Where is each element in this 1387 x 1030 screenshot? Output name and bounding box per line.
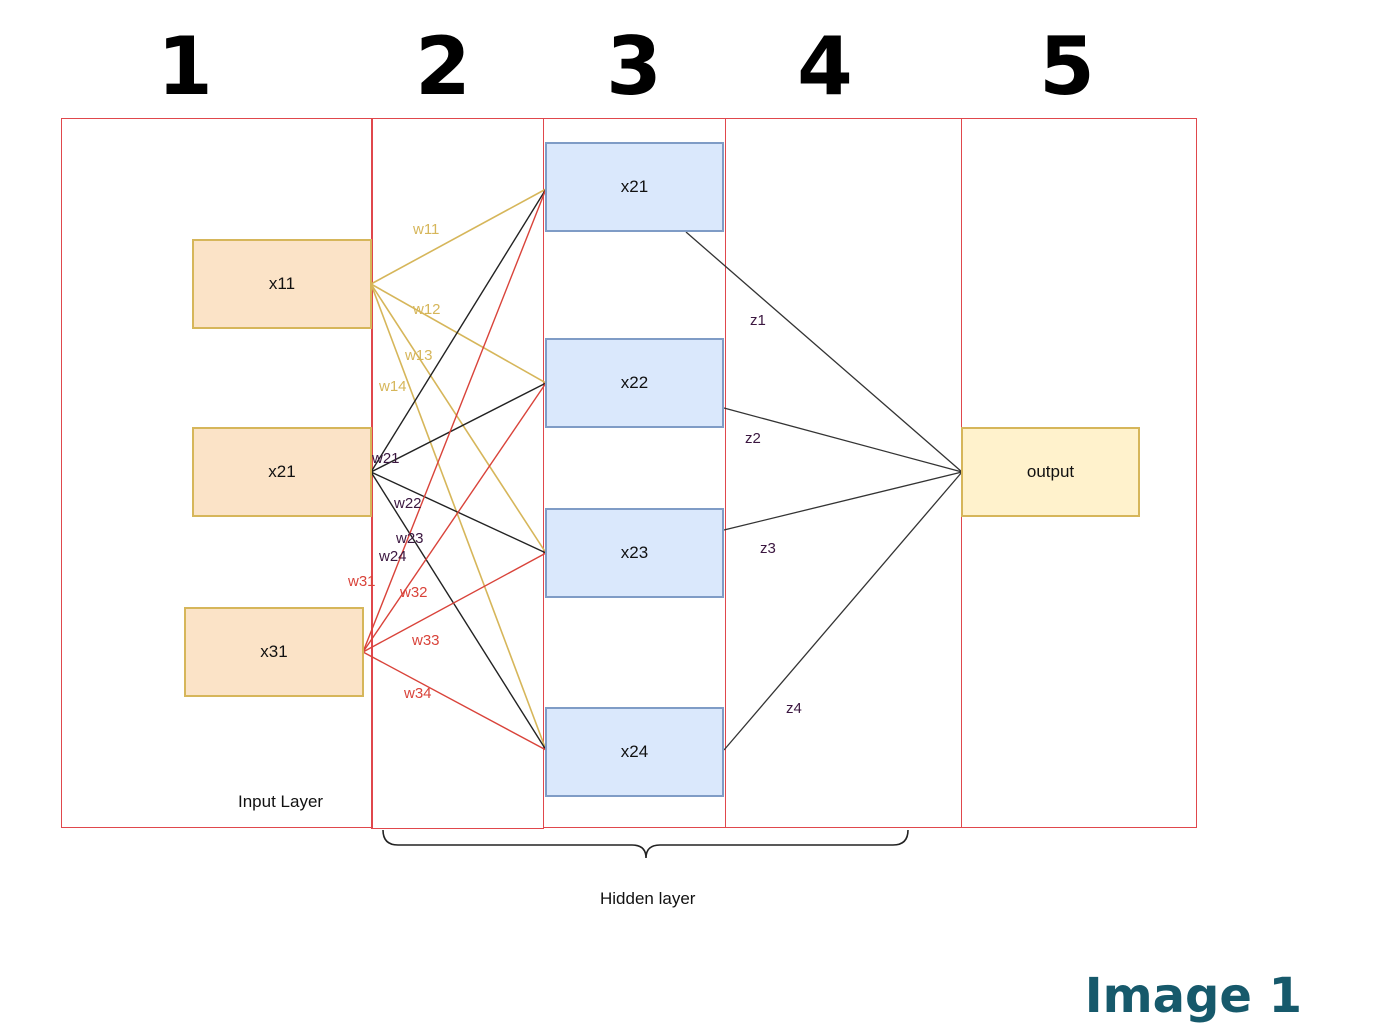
weight-label-w21: w21: [372, 450, 400, 467]
weight-label-w23: w23: [396, 530, 424, 547]
weight-label-w13: w13: [405, 347, 433, 364]
z-label-z2: z2: [745, 430, 761, 447]
input-layer-caption: Input Layer: [238, 792, 324, 811]
hidden-layer-brace: [382, 829, 909, 859]
output-node: output: [961, 427, 1140, 517]
input-node-x11: x11: [192, 239, 372, 329]
column-number-2: 2: [415, 20, 471, 113]
column-number-3: 3: [606, 20, 662, 113]
input-node-x21: x21: [192, 427, 372, 517]
weight-label-w33: w33: [412, 632, 440, 649]
column-number-4: 4: [797, 20, 853, 113]
weight-label-w14: w14: [379, 378, 407, 395]
edge-x11-h22: [370, 283, 547, 384]
weight-label-w12: w12: [413, 301, 441, 318]
weight-label-w31: w31: [348, 573, 376, 590]
edge-x21-h24: [370, 471, 547, 751]
weight-label-w22: w22: [394, 495, 422, 512]
edge-h22-output: [723, 407, 963, 473]
hidden-node-x24: x24: [545, 707, 724, 797]
edge-x31-h24: [362, 651, 547, 751]
hidden-node-x22: x22: [545, 338, 724, 428]
edge-x11-h24: [370, 283, 547, 751]
weight-label-w11: w11: [413, 221, 440, 238]
edge-x21-h21: [370, 188, 547, 473]
edge-x21-h22: [370, 382, 547, 473]
hidden-layer-caption: Hidden layer: [600, 889, 696, 908]
column-number-1: 1: [157, 20, 213, 113]
edge-h24-output: [723, 471, 963, 751]
weight-label-w34: w34: [404, 685, 432, 702]
edge-h23-output: [723, 471, 963, 531]
image-label: Image 1: [1084, 968, 1302, 1024]
input-node-x31: x31: [184, 607, 364, 697]
edge-x11-h21: [370, 188, 547, 285]
z-label-z4: z4: [786, 700, 802, 717]
edge-x31-h23: [362, 552, 547, 653]
z-label-z1: z1: [750, 312, 766, 329]
edge-h21-output: [685, 231, 963, 473]
edge-x11-h23: [370, 283, 547, 554]
column-number-5: 5: [1039, 20, 1095, 113]
hidden-node-x21: x21: [545, 142, 724, 232]
edge-x31-h22: [362, 382, 547, 653]
edge-x31-h21: [362, 188, 547, 653]
z-label-z3: z3: [760, 540, 776, 557]
hidden-node-x23: x23: [545, 508, 724, 598]
weight-label-w32: w32: [400, 584, 428, 601]
weight-label-w24: w24: [379, 548, 407, 565]
